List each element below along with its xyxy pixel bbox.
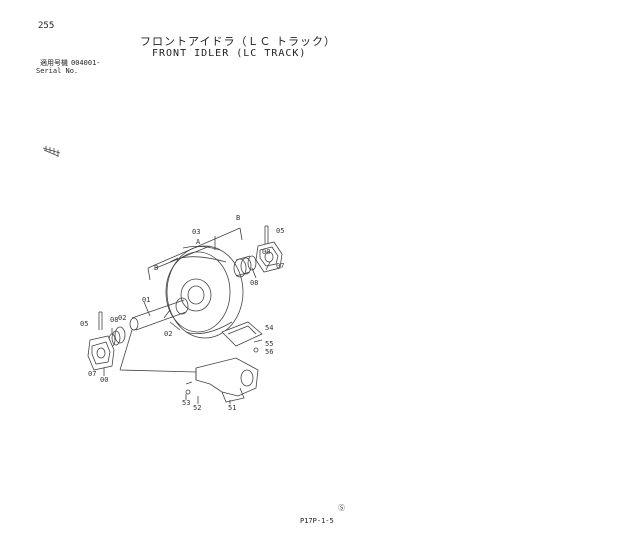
right-bearing-block bbox=[255, 241, 283, 273]
stamp-mark bbox=[42, 146, 61, 157]
callout-02: 02 bbox=[164, 330, 172, 338]
right-pin bbox=[264, 225, 269, 244]
leader-lines bbox=[103, 236, 271, 404]
idler-wheel bbox=[165, 245, 244, 339]
dimension-label-a: A bbox=[196, 238, 201, 246]
callout-56: 56 bbox=[265, 348, 273, 356]
callout-07: 07 bbox=[276, 262, 284, 270]
shaft bbox=[129, 297, 189, 331]
dimension-lines bbox=[119, 227, 243, 373]
callout-02: 02 bbox=[118, 314, 126, 322]
title-english: FRONT IDLER (LC TRACK) bbox=[152, 48, 307, 59]
callout-00: 00 bbox=[262, 248, 270, 256]
callout-00: 00 bbox=[100, 376, 108, 384]
page-code: P17P-1-5 bbox=[300, 517, 334, 525]
revision-mark: Ⓢ bbox=[338, 504, 345, 512]
callout-08: 08 bbox=[110, 316, 118, 324]
plate bbox=[221, 321, 263, 347]
callout-55: 55 bbox=[265, 340, 273, 348]
bolts bbox=[185, 339, 263, 395]
serial-label-english: Serial No. bbox=[36, 67, 79, 75]
callout-51: 51 bbox=[228, 404, 236, 412]
callout-05: 05 bbox=[276, 227, 284, 235]
support-bracket bbox=[195, 357, 259, 403]
callout-54: 54 bbox=[265, 324, 273, 332]
right-seal-group bbox=[233, 255, 257, 278]
callout-07: 07 bbox=[88, 370, 96, 378]
dimension-label-b: B bbox=[154, 264, 158, 272]
callout-08: 08 bbox=[250, 279, 258, 287]
page-number: 255 bbox=[38, 21, 55, 31]
left-bearing-block bbox=[87, 335, 115, 371]
left-pin bbox=[98, 311, 103, 330]
callout-52: 52 bbox=[193, 404, 201, 412]
dimension-label-b: B bbox=[236, 214, 240, 222]
callout-05: 05 bbox=[80, 320, 88, 328]
title-japanese: フロントアイドラ（ＬＣ トラック） bbox=[140, 35, 336, 48]
serial-number-value: 004001- bbox=[71, 59, 101, 67]
callout-53: 53 bbox=[182, 399, 190, 407]
callout-03: 03 bbox=[192, 228, 200, 236]
serial-label-japanese: 適用号機 bbox=[40, 59, 68, 67]
callout-01: 01 bbox=[142, 296, 150, 304]
